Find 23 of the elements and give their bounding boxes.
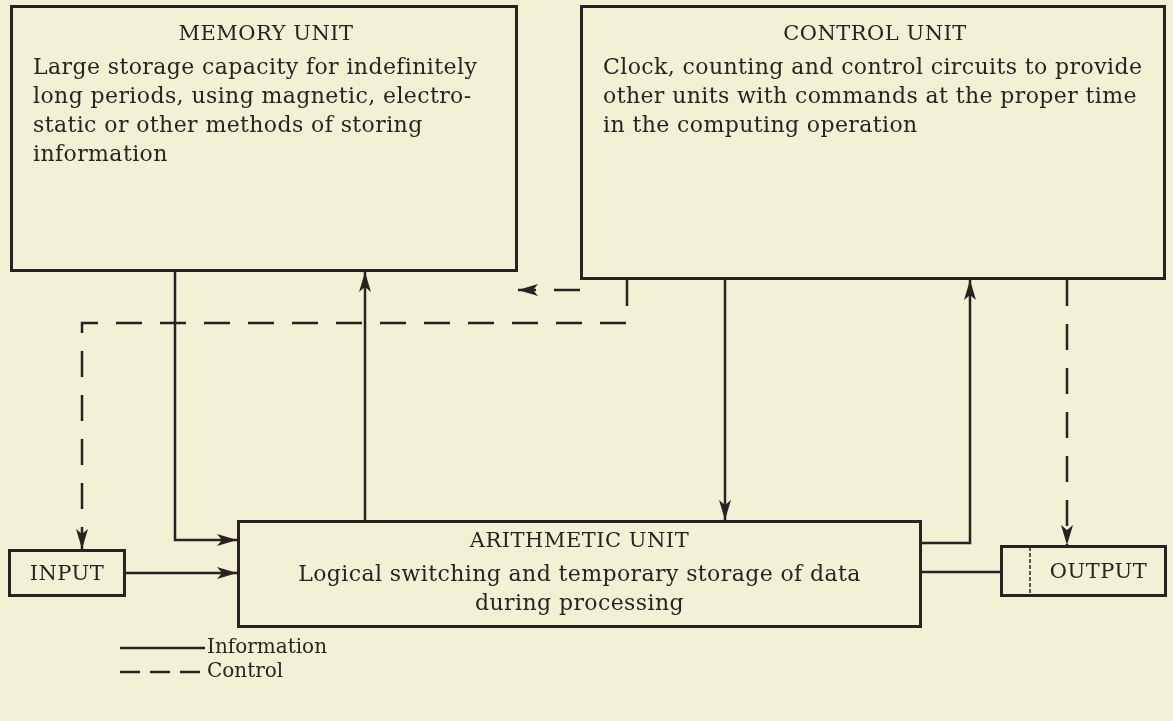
legend-label: Information	[207, 634, 328, 658]
unit-title: ARITHMETIC UNIT	[468, 527, 691, 553]
arrow	[1061, 280, 1073, 545]
io-box	[1000, 545, 1167, 597]
unit-label: OUTPUT	[1048, 558, 1149, 584]
arrow	[126, 567, 237, 579]
io-box	[8, 549, 126, 597]
unit-description: Clock, counting and control circuits to provide other units with commands at the proper time in the computing operation	[603, 53, 1144, 139]
unit-box	[237, 520, 922, 628]
unit-description: Logical switching and temporary storage of data during processing	[297, 560, 862, 617]
unit-label: INPUT	[28, 560, 106, 586]
legend-label: Control	[207, 658, 284, 682]
unit-description: Large storage capacity for indefinitely long periods, using magnetic, electro- static or other methods of storing information	[33, 53, 479, 168]
unit-box	[580, 5, 1166, 280]
arrow	[922, 280, 976, 545]
arrow	[173, 272, 237, 546]
arrow	[76, 280, 629, 549]
unit-box	[10, 5, 518, 272]
unit-title: MEMORY UNIT	[177, 20, 355, 46]
arrow	[359, 272, 371, 520]
arrow	[719, 280, 731, 520]
arrow	[518, 284, 580, 296]
unit-title: CONTROL UNIT	[782, 20, 968, 46]
